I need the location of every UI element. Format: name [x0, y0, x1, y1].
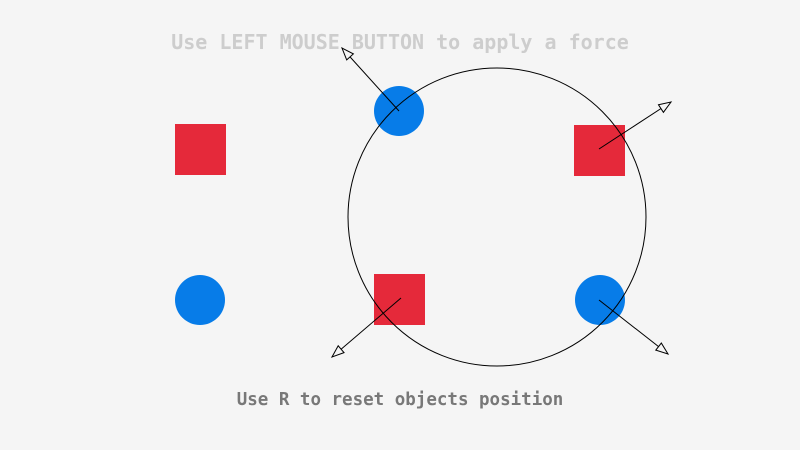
red-box-3[interactable] — [374, 274, 425, 325]
blue-ball-2[interactable] — [374, 86, 424, 136]
blue-ball-1[interactable] — [175, 275, 225, 325]
red-box-2[interactable] — [574, 125, 625, 176]
red-box-1[interactable] — [175, 124, 226, 175]
blue-ball-3[interactable] — [575, 275, 625, 325]
